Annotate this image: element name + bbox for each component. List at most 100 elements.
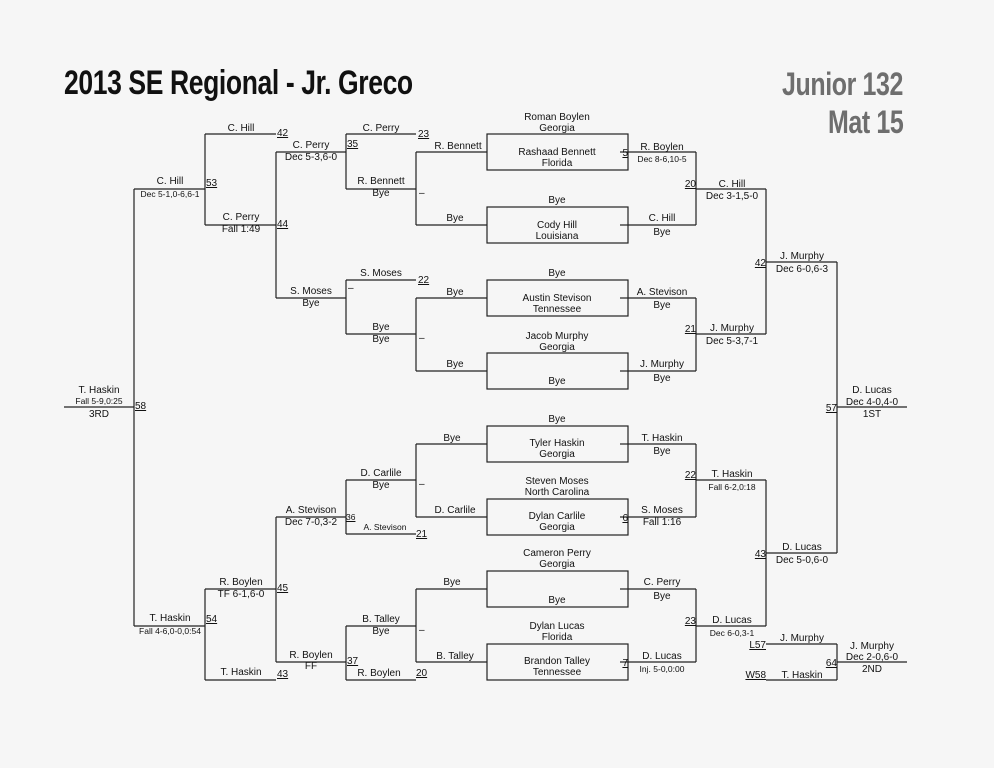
r1-winner-8: D. Lucas [642,651,682,662]
r1-winner-4: J. Murphy [640,359,684,370]
seed-15-name: Dylan Lucas [529,621,585,632]
wb3-winner-1: C. Perry [292,140,330,151]
seed-11-team: North Carolina [524,487,590,498]
seed-16-team: Tennessee [532,667,582,678]
wb2-bottom-1: R. Bennett [357,176,405,187]
wb4-top-1: C. Hill [227,123,255,134]
bout-number: 53 [206,178,218,189]
seed-5-name: Bye [548,268,566,279]
bout-number: 54 [206,614,218,625]
wb3-result-1: Dec 5-3,6-0 [284,152,338,163]
wb4-result-3: TF 6-1,6-0 [217,589,265,600]
bout-number: 23 [418,129,430,140]
r1-result-8: Inj. 5-0,0:00 [639,664,685,674]
bout-number: 20 [684,179,696,190]
r1-result-7: Bye [653,591,671,602]
wb1-bottom-4: B. Talley [436,651,474,662]
final-result: Dec 4-0,4-0 [845,397,899,408]
bout-number: 5 [622,148,628,159]
r1-winner-2: C. Hill [648,213,676,224]
seed-15-team: Florida [541,632,573,643]
qf-result-3: Fall 6-2,0:18 [708,482,756,492]
bye-dash: – [419,188,425,199]
seed-10-name: Tyler Haskin [529,438,585,449]
seed-2-team: Florida [541,158,573,169]
bye-dash: – [419,625,425,636]
qf-winner-3: T. Haskin [711,469,753,480]
second-place-bottom-label: W58 [745,670,766,681]
wb2-top-1: C. Perry [362,123,400,134]
wb1-top-4: Bye [443,577,461,588]
seed-13-name: Cameron Perry [523,548,591,559]
r1-winner-7: C. Perry [643,577,681,588]
second-place-top-name: J. Murphy [780,633,824,644]
sf-winner-1: J. Murphy [780,251,824,262]
seed-7-team: Georgia [539,342,575,353]
wb2-top-res-4: Bye [372,626,390,637]
r1-result-3: Bye [653,300,671,311]
qf-winner-1: C. Hill [718,179,746,190]
qf-winner-2: J. Murphy [710,323,754,334]
weight-class-label: Junior 132 [782,66,903,102]
wb1-bottom-3: D. Carlile [434,505,476,516]
qf-winner-4: D. Lucas [712,615,752,626]
seed-9-name: Bye [548,414,566,425]
first-place-label: 1ST [862,409,882,420]
bout-number: 22 [418,275,430,286]
bout-number: 44 [277,219,289,230]
bout-number: 6 [622,513,628,524]
bout-number: 21 [416,529,428,540]
bout-number: 42 [277,128,289,139]
bout-number: 20 [416,668,428,679]
wb2-bottom-3: A. Stevison [363,522,407,532]
seed-1-team: Georgia [539,123,575,134]
wb2-top-2: S. Moses [360,268,402,279]
r1-result-5: Bye [653,446,671,457]
second-place-top-label: L57 [749,640,766,651]
wb1-bottom-2: Bye [446,359,464,370]
wb4-result-2: Fall 1:49 [221,224,261,235]
seed-16-name: Brandon Talley [524,656,590,667]
seed-6-name: Austin Stevison [522,293,592,304]
wb2-bottom-res-1: Bye [372,188,390,199]
wb5-winner-1: C. Hill [156,176,184,187]
bout-number: 58 [135,401,147,412]
r1-result-2: Bye [653,227,671,238]
seed-13-team: Georgia [539,559,575,570]
r1-result-4: Bye [653,373,671,384]
seed-7-name: Jacob Murphy [525,331,589,342]
sf-winner-2: D. Lucas [782,542,822,553]
qf-result-2: Dec 5-3,7-1 [705,336,759,347]
bout-number: 43 [754,549,766,560]
bout-number: 37 [347,656,359,667]
third-place-label: 3RD [88,409,110,420]
bout-number: 43 [277,669,289,680]
r1-winner-6: S. Moses [641,505,683,516]
r1-winner-1: R. Boylen [640,142,684,153]
second-place-winner: J. Murphy [850,641,894,652]
seed-2-name: Rashaad Bennett [518,147,596,158]
wb3-result-2: Bye [302,298,320,309]
bout-number: 23 [684,616,696,627]
seed-3-name: Bye [548,195,566,206]
wb5-result-1: Dec 5-1,0-6,6-1 [140,189,200,199]
wb2-bottom-res-2: Bye [372,334,390,345]
bout-number: 42 [754,258,766,269]
wb2-top-res-3: Bye [372,480,390,491]
bracket-title: 2013 SE Regional - Jr. Greco [64,64,413,102]
wb5-winner-2: T. Haskin [149,613,191,624]
seed-1-name: Roman Boylen [524,112,590,123]
bout-number: 21 [684,324,696,335]
wb3-winner-3: A. Stevison [285,505,337,516]
third-place-winner: T. Haskin [78,385,120,396]
wb1-top-3: Bye [443,433,461,444]
second-place-result: Dec 2-0,6-0 [845,652,899,663]
sf-result-2: Dec 5-0,6-0 [775,555,829,566]
wb5-result-2: Fall 4-6,0-0,0:54 [139,626,201,636]
seed-8-name: Bye [548,376,566,387]
wb1-top-1: R. Bennett [434,141,482,152]
third-place-result: Fall 5-9,0:25 [75,396,123,406]
bout-number: 22 [684,470,696,481]
seed-4-team: Louisiana [535,231,579,242]
